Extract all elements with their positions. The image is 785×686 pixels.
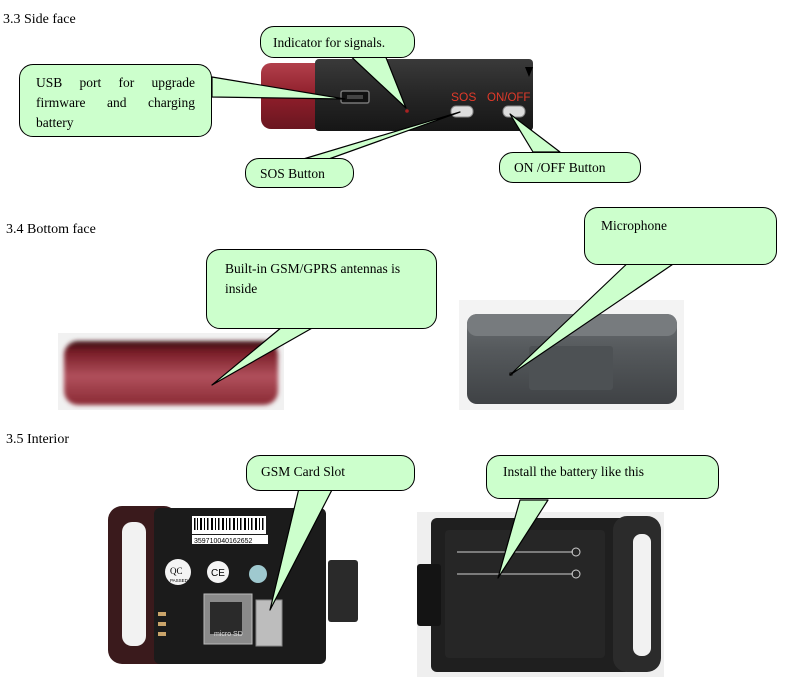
barcode-number: 359710040162652: [194, 538, 253, 545]
callout-microphone: Microphone: [584, 207, 777, 265]
side-face-photo: SOS ON/OFF: [261, 59, 533, 131]
callout-antenna: Built-in GSM/GPRS antennas is inside: [206, 249, 437, 329]
callout-battery: Install the battery like this: [486, 455, 719, 499]
callout-indicator: Indicator for signals.: [260, 26, 415, 58]
callout-onoff-button: ON /OFF Button: [499, 152, 641, 183]
qc-sub-label: PASSED: [170, 578, 189, 583]
callout-usb-port-text: USB port for upgrade firmware and chargi…: [36, 75, 195, 130]
sos-device-label: SOS: [451, 90, 476, 104]
gsm-card-slot-graphic: [255, 599, 283, 647]
callout-usb-port: USB port for upgrade firmware and chargi…: [19, 64, 212, 137]
callout-battery-text: Install the battery like this: [503, 464, 644, 479]
bottom-face-grey-photo: [459, 300, 684, 410]
callout-onoff-button-text: ON /OFF Button: [514, 160, 606, 175]
interior-board-photo: 359710040162652 QC PASSED CE micro SD: [108, 506, 358, 664]
sos-button-graphic: [450, 105, 474, 118]
callout-antenna-text: Built-in GSM/GPRS antennas is inside: [225, 261, 401, 296]
callout-sos-button-text: SOS Button: [260, 166, 325, 181]
section-heading-bottom-face: 3.4 Bottom face: [6, 222, 96, 237]
ce-label: CE: [211, 568, 225, 579]
section-heading-interior: 3.5 Interior: [6, 432, 69, 447]
bottom-face-red-photo: [58, 333, 284, 410]
qc-label: QC: [170, 566, 183, 576]
callout-sos-button: SOS Button: [245, 158, 354, 188]
micro-sd-label: micro SD: [214, 631, 243, 638]
barcode-lines: [194, 518, 264, 530]
callout-gsm-card-slot-text: GSM Card Slot: [261, 464, 346, 479]
callout-indicator-text: Indicator for signals.: [273, 35, 386, 50]
callout-gsm-card-slot: GSM Card Slot: [246, 455, 415, 491]
callout-microphone-text: Microphone: [601, 218, 667, 233]
interior-battery-photo: [417, 512, 664, 677]
onoff-device-label: ON/OFF: [487, 92, 530, 104]
onoff-button-graphic: [502, 105, 526, 118]
section-heading-side-face: 3.3 Side face: [3, 12, 76, 27]
